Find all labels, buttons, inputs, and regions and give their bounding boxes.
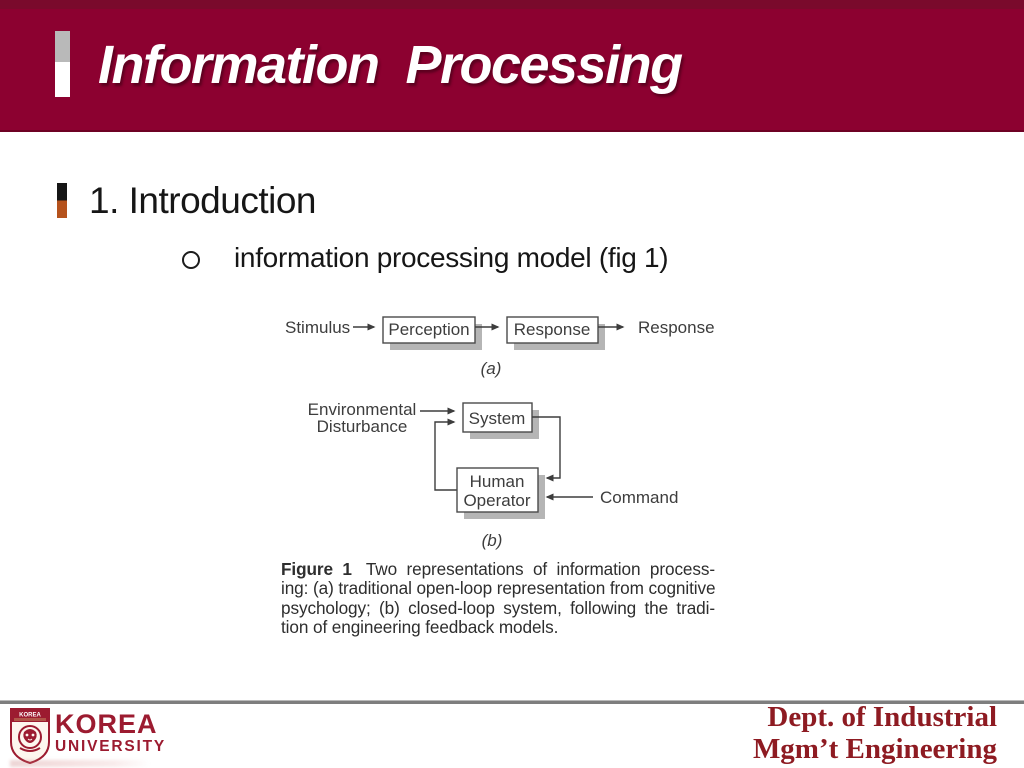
caption-line-2: ing: (a) traditional open-loop represent… xyxy=(281,578,716,599)
figure-caption-label: Figure 1 xyxy=(281,559,352,579)
command-label: Command xyxy=(600,488,678,507)
section-heading: 1. Introduction xyxy=(89,180,316,221)
figure-1-diagram: Stimulus Perception Response Response (a… xyxy=(285,316,715,550)
dept-line-2: Mgm’t Engineering xyxy=(752,732,997,765)
response-box xyxy=(506,316,599,344)
bullet-text: information processing model (fig 1) xyxy=(234,242,669,273)
human-operator-box xyxy=(456,467,539,513)
disturbance-label: Disturbance xyxy=(317,417,408,436)
stimulus-label: Stimulus xyxy=(285,318,350,337)
header-top-strip xyxy=(0,0,1024,9)
footer-divider xyxy=(0,700,1024,704)
logo-university-text: UNIVERSITY xyxy=(55,738,167,755)
line-system-to-operator xyxy=(532,416,561,482)
title-marker-bar xyxy=(55,31,70,97)
perception-box-label: Perception xyxy=(388,320,469,339)
logo-korea-text: KOREA xyxy=(55,709,158,739)
system-box-label: System xyxy=(469,409,526,428)
crest-tiger-mark xyxy=(18,725,42,752)
header-banner: Information Processing xyxy=(0,0,1024,132)
environmental-label: Environmental xyxy=(308,400,417,419)
part-a-label: (a) xyxy=(481,359,502,378)
slide-title: Information Processing xyxy=(98,35,683,95)
system-box xyxy=(462,402,533,433)
response-box-label: Response xyxy=(514,320,591,339)
korea-university-wordmark: KOREA UNIVERSITY xyxy=(55,709,167,756)
operator-label: Operator xyxy=(463,491,530,510)
crest-korea-text: KOREA xyxy=(19,713,41,719)
circle-bullet-icon xyxy=(182,251,200,269)
dept-line-1: Dept. of Industrial xyxy=(767,701,997,733)
human-label: Human xyxy=(470,472,525,491)
perception-box xyxy=(382,316,476,344)
department-name: Dept. of Industrial Mgm’t Engineering xyxy=(752,701,997,765)
heading-bullet-bar xyxy=(57,183,67,218)
part-b-label: (b) xyxy=(482,531,503,550)
feedback-line-operator-to-system xyxy=(434,418,457,491)
korea-university-crest-icon: KOREA xyxy=(10,708,50,764)
logo-reflection xyxy=(10,760,150,767)
caption-line-4: tion of engineering feedback models. xyxy=(281,617,559,638)
caption-line-3: psychology; (b) closed-loop system, foll… xyxy=(281,597,715,618)
response-output-label: Response xyxy=(638,318,715,337)
